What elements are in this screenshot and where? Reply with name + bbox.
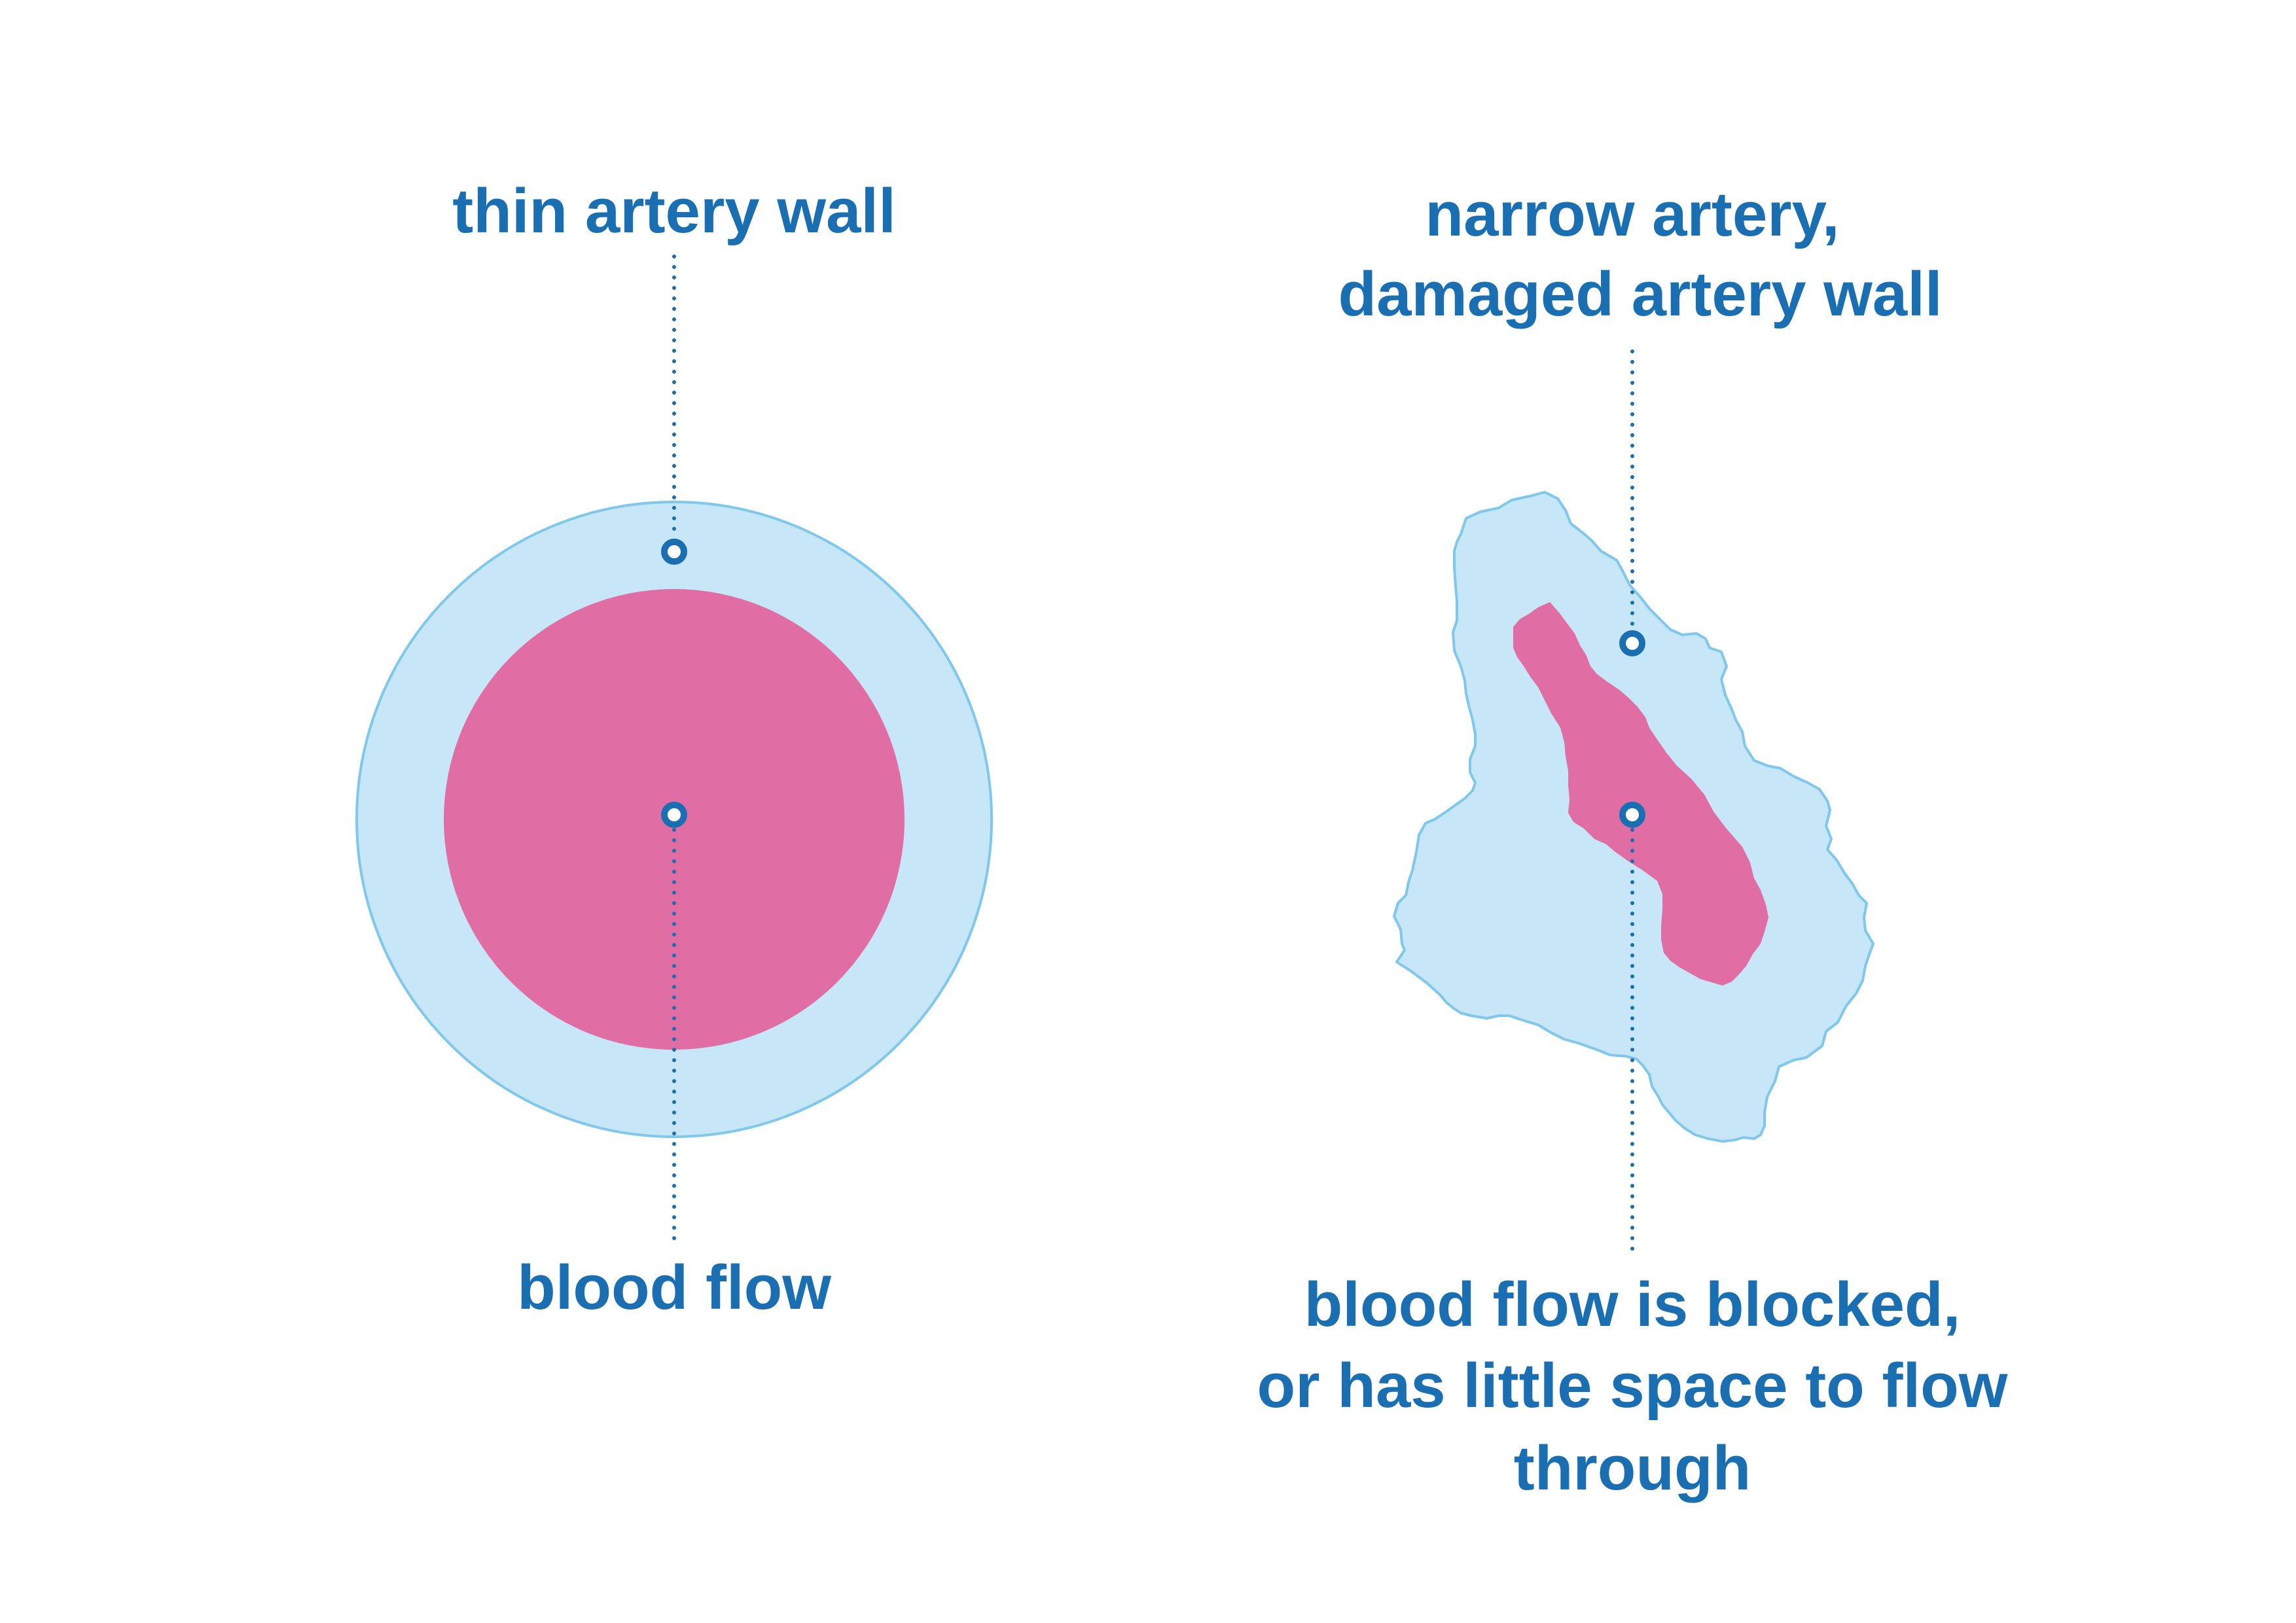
damaged-flow-label-line2: or has little space to flow	[1257, 1351, 2008, 1421]
damaged-wall-label-line1: narrow artery,	[1425, 179, 1839, 249]
damaged-flow-label-line3: through	[1514, 1433, 1751, 1503]
healthy-flow-marker	[661, 802, 687, 828]
damaged-flow-label: blood flow is blocked, or has little spa…	[1257, 1270, 2008, 1503]
damaged-wall-marker	[1619, 630, 1645, 656]
damaged-wall-label-line2: damaged artery wall	[1338, 259, 1942, 329]
damaged-blood-lumen	[1513, 602, 1768, 986]
damaged-flow-marker	[1619, 802, 1645, 828]
healthy-wall-label: thin artery wall	[452, 176, 896, 246]
healthy-wall-marker	[661, 539, 687, 565]
damaged-flow-label-line1: blood flow is blocked,	[1304, 1270, 1961, 1340]
damaged-wall-label: narrow artery, damaged artery wall	[1338, 179, 1942, 329]
healthy-flow-label: blood flow	[517, 1253, 831, 1323]
